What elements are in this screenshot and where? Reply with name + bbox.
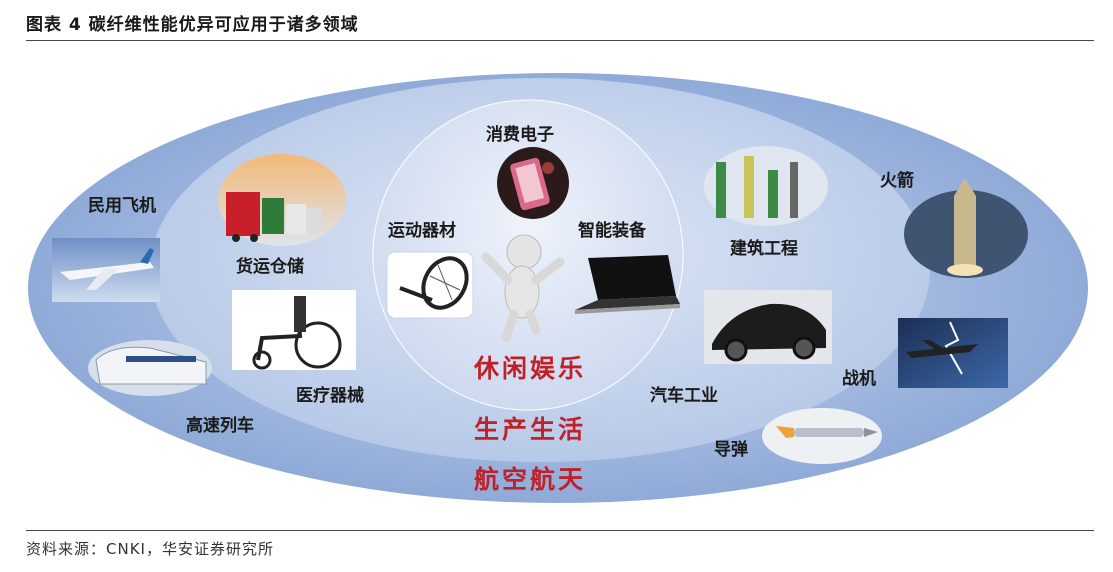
missile-image: [762, 408, 882, 464]
label-missile: 导弹: [714, 439, 748, 460]
label-construction: 建筑工程: [730, 238, 798, 259]
label-medical-devices: 医疗器械: [296, 385, 364, 406]
label-fighter-jet: 战机: [842, 368, 876, 389]
source-note: 资料来源：CNKI，华安证券研究所: [26, 540, 274, 558]
wheelchair-image: [232, 290, 356, 370]
label-smart-devices: 智能装备: [578, 220, 647, 241]
tennis-racket-image: [386, 251, 474, 319]
layer-label-aerospace: 航空航天: [474, 465, 586, 494]
laptop-image: [575, 255, 680, 314]
layer-label-leisure: 休闲娱乐: [473, 354, 586, 383]
layer-label-production: 生产生活: [474, 415, 586, 444]
label-consumer-electronics: 消费电子: [486, 124, 554, 145]
label-automotive: 汽车工业: [650, 385, 718, 406]
high-speed-train-image: [88, 340, 212, 396]
freight-trucks-image: [218, 154, 346, 246]
rocket-image: [904, 178, 1028, 278]
fighter-jet-image: [898, 318, 1008, 388]
construction-image: [704, 146, 828, 226]
civil-aircraft-image: [52, 238, 160, 302]
sports-car-image: [704, 290, 832, 364]
label-high-speed-train: 高速列车: [186, 415, 254, 436]
source-divider: [26, 530, 1094, 531]
label-rocket: 火箭: [880, 170, 914, 191]
title-divider: [26, 40, 1094, 41]
label-civil-aircraft: 民用飞机: [88, 195, 156, 216]
label-freight-storage: 货运仓储: [236, 256, 304, 277]
person-figure-image: [481, 234, 565, 343]
figure-title: 图表 4 碳纤维性能优异可应用于诸多领域: [26, 15, 359, 35]
consumer-electronics-image: [497, 147, 569, 219]
label-sports-equipment: 运动器材: [388, 220, 456, 241]
